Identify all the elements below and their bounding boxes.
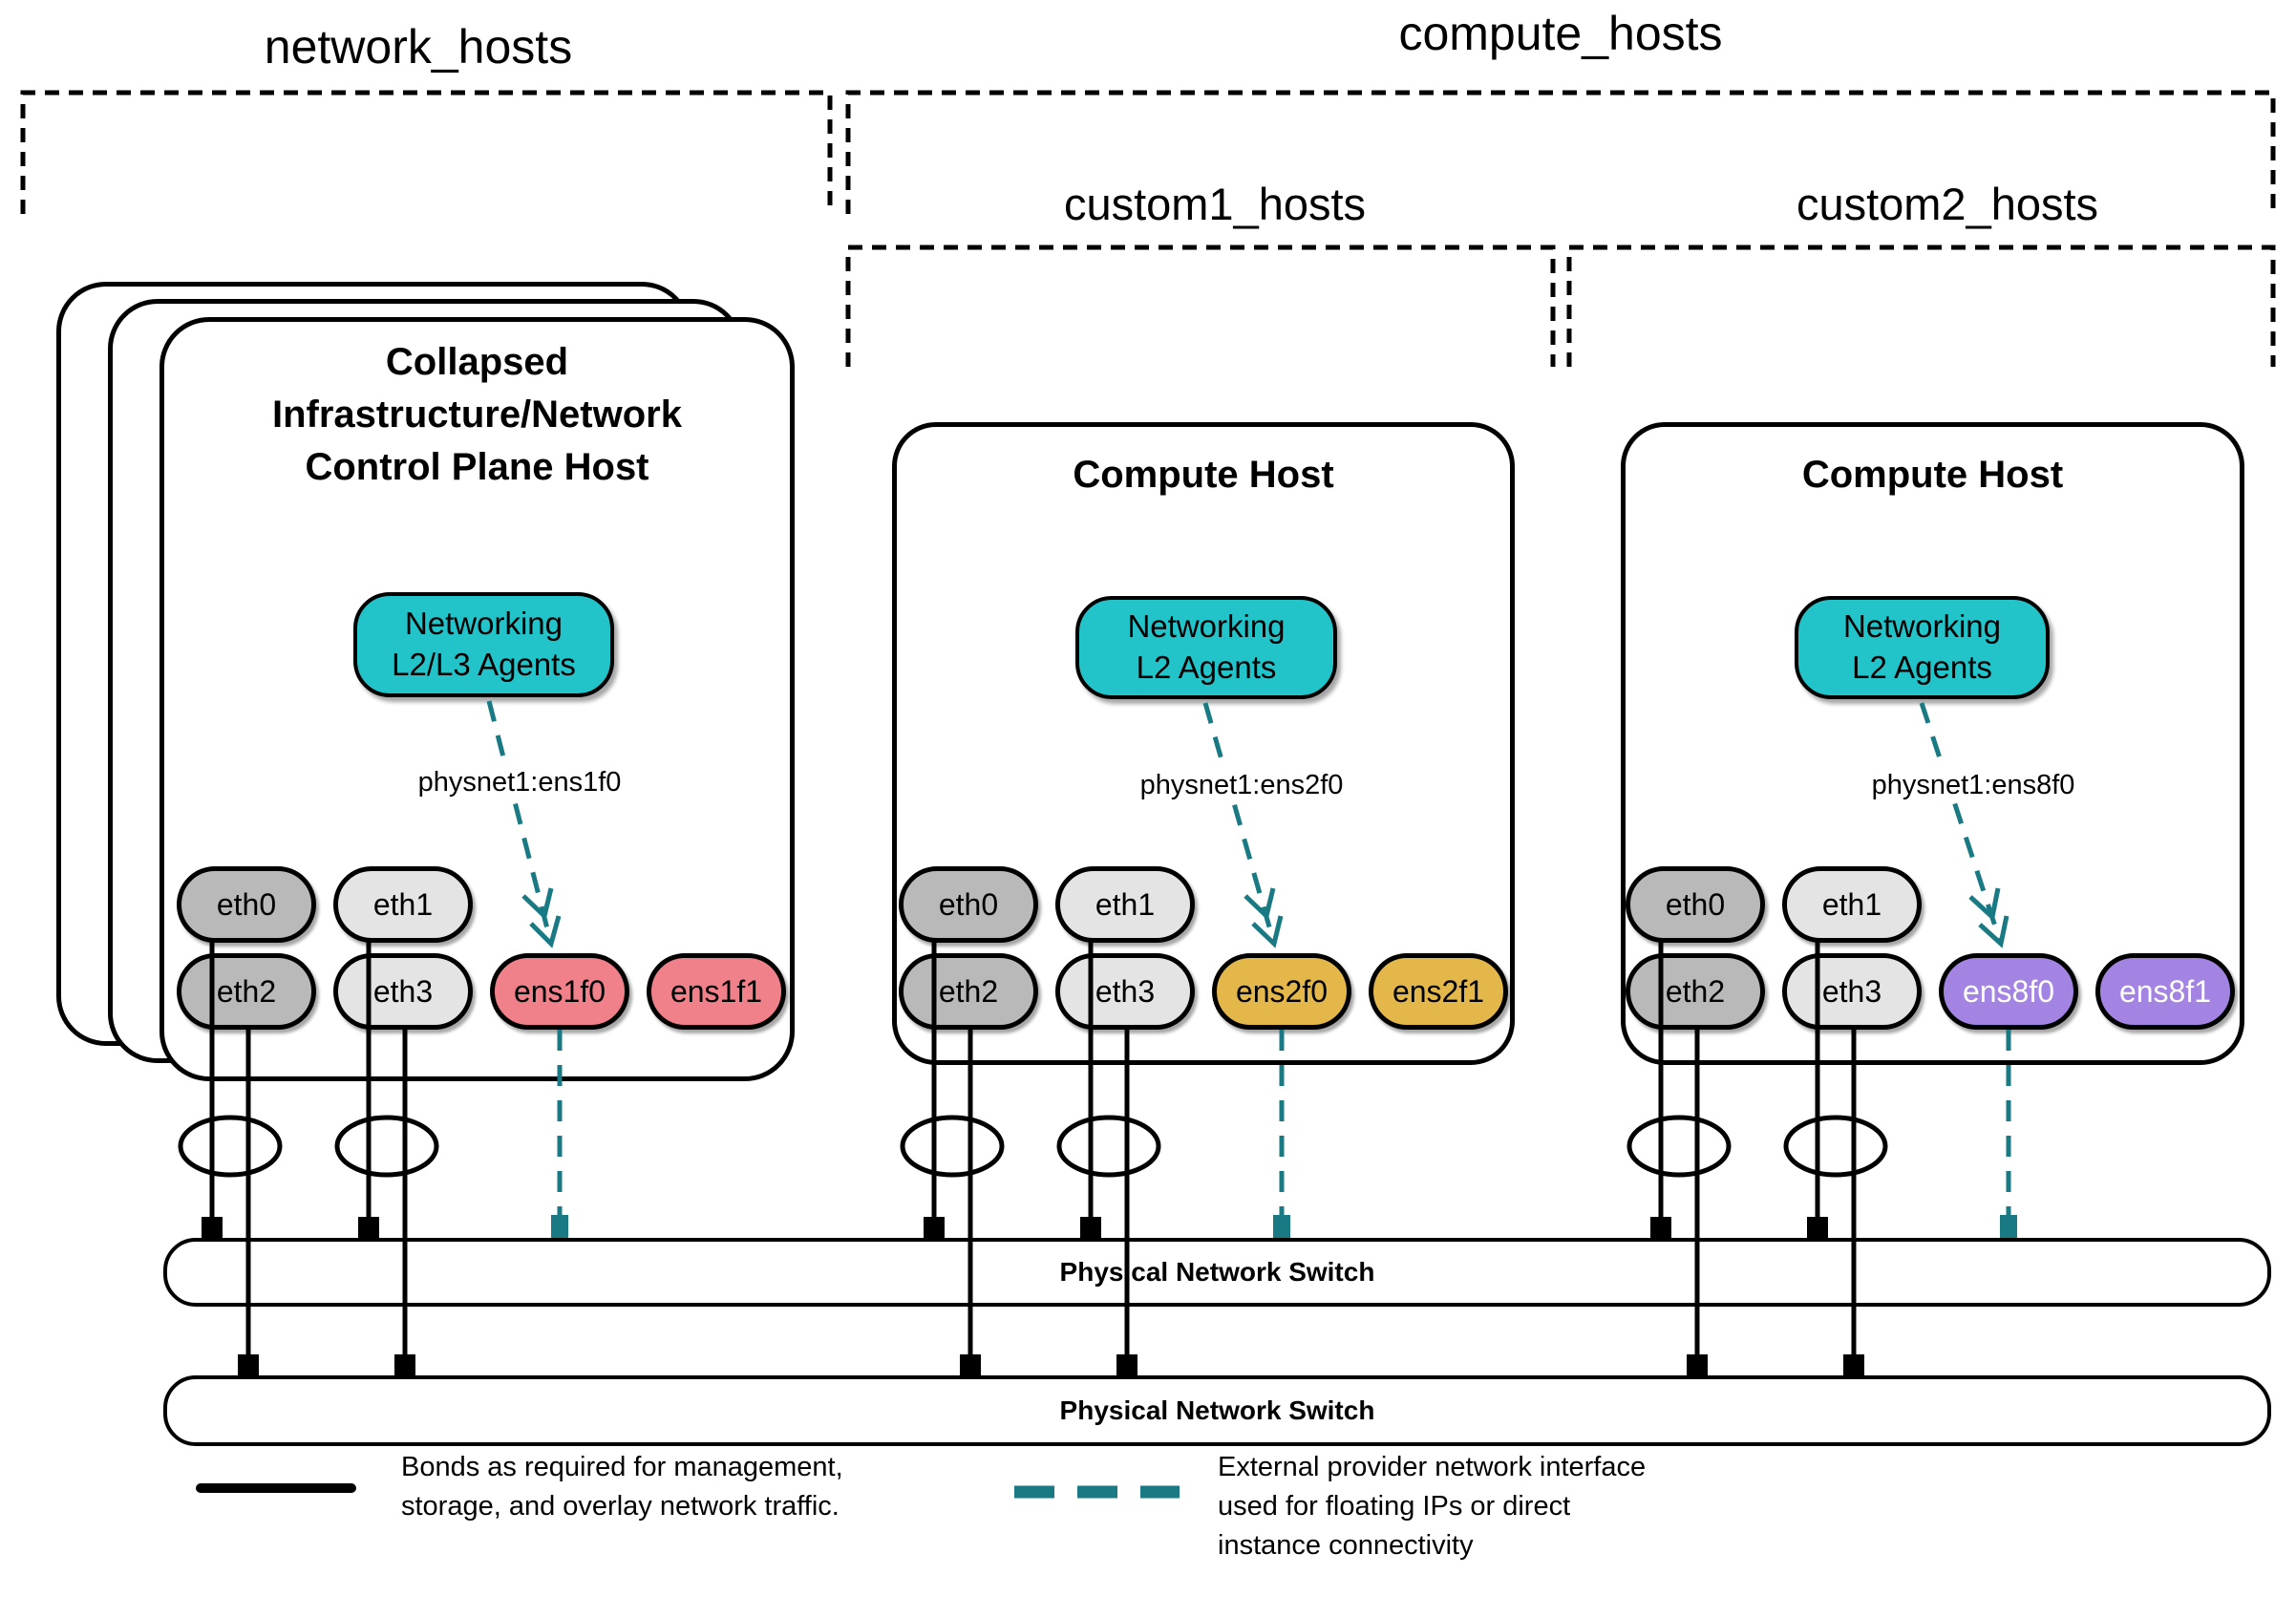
legend-bond-line: storage, and overlay network traffic. bbox=[401, 1491, 840, 1522]
connector-square bbox=[1687, 1354, 1708, 1375]
provider-connector-square bbox=[551, 1215, 568, 1238]
infra-networking-agents-box: Networking L2/L3 Agents bbox=[353, 592, 614, 697]
connector-square bbox=[358, 1217, 379, 1238]
network-hosts-bracket bbox=[20, 90, 833, 214]
legend-provider-text: External provider network interface used… bbox=[1218, 1448, 1646, 1565]
compute-1-physnet-label: physnet1:ens2f0 bbox=[1132, 769, 1351, 802]
connector-square bbox=[924, 1217, 945, 1238]
agent-label-line: Networking bbox=[404, 606, 563, 642]
nic-pill-eth3: eth3 bbox=[333, 953, 473, 1030]
infra-host-title-line: Infrastructure/Network bbox=[272, 394, 682, 436]
nic-pill-ens1f0: ens1f0 bbox=[490, 953, 629, 1030]
agent-label-line: L2/L3 Agents bbox=[392, 647, 576, 682]
provider-connector-square bbox=[1273, 1215, 1290, 1238]
infra-host-title-line: Control Plane Host bbox=[305, 446, 649, 488]
nic-pill-eth3: eth3 bbox=[1055, 953, 1195, 1030]
agent-label-line: L2 Agents bbox=[1136, 649, 1277, 685]
nic-pill-eth0: eth0 bbox=[899, 866, 1038, 943]
legend-bond-line: Bonds as required for management, bbox=[401, 1452, 843, 1482]
physical-network-switch-2: Physical Network Switch bbox=[163, 1375, 2271, 1446]
group-title-network-hosts: network_hosts bbox=[264, 20, 573, 74]
nic-pill-eth2: eth2 bbox=[899, 953, 1038, 1030]
agent-label-line: Networking bbox=[1842, 608, 2002, 645]
legend-bond-text: Bonds as required for management, storag… bbox=[401, 1448, 843, 1526]
connector-square bbox=[1807, 1217, 1828, 1238]
compute-2-physnet-label: physnet1:ens8f0 bbox=[1863, 769, 2083, 802]
infra-host-title-line: Collapsed bbox=[385, 341, 569, 383]
bond-ellipse bbox=[334, 1115, 439, 1178]
legend-provider-line: External provider network interface bbox=[1218, 1452, 1647, 1482]
nic-pill-eth1: eth1 bbox=[1055, 866, 1195, 943]
group-title-custom1-hosts: custom1_hosts bbox=[1063, 179, 1367, 229]
legend-provider-line: used for floating IPs or direct bbox=[1218, 1491, 1571, 1522]
nic-pill-eth0: eth0 bbox=[1626, 866, 1765, 943]
nic-pill-ens8f0: ens8f0 bbox=[1939, 953, 2078, 1030]
group-title-custom2-hosts: custom2_hosts bbox=[1796, 179, 2099, 229]
compute-2-networking-agents-box: Networking L2 Agents bbox=[1795, 596, 2050, 699]
bond-ellipse bbox=[178, 1115, 283, 1178]
nic-pill-eth1: eth1 bbox=[333, 866, 473, 943]
bond-ellipse bbox=[1783, 1115, 1888, 1178]
connector-square bbox=[1116, 1354, 1137, 1375]
connector-square bbox=[1843, 1354, 1864, 1375]
compute-1-networking-agents-box: Networking L2 Agents bbox=[1075, 596, 1337, 699]
nic-pill-eth3: eth3 bbox=[1782, 953, 1922, 1030]
nic-pill-eth2: eth2 bbox=[177, 953, 316, 1030]
connector-square bbox=[960, 1354, 981, 1375]
nic-pill-eth0: eth0 bbox=[177, 866, 316, 943]
bond-ellipse bbox=[1626, 1115, 1732, 1178]
nic-pill-ens8f1: ens8f1 bbox=[2095, 953, 2235, 1030]
infra-host-title: Collapsed Infrastructure/Network Control… bbox=[159, 336, 795, 494]
agent-label-line: L2 Agents bbox=[1852, 649, 1992, 685]
custom1-hosts-bracket bbox=[845, 245, 1556, 367]
nic-pill-eth1: eth1 bbox=[1782, 866, 1922, 943]
compute-host-2-title: Compute Host bbox=[1801, 454, 2064, 496]
custom2-hosts-bracket bbox=[1566, 245, 2276, 367]
connector-square bbox=[238, 1354, 259, 1375]
nic-pill-ens1f1: ens1f1 bbox=[647, 953, 786, 1030]
bond-ellipse bbox=[1056, 1115, 1161, 1178]
legend-provider-line: instance connectivity bbox=[1218, 1530, 1474, 1561]
bond-ellipse bbox=[900, 1115, 1005, 1178]
physical-network-switch-1: Physical Network Switch bbox=[163, 1238, 2271, 1307]
group-title-compute-hosts: compute_hosts bbox=[1398, 7, 1723, 60]
agent-label-line: Networking bbox=[1127, 608, 1286, 645]
connector-square bbox=[202, 1217, 223, 1238]
connector-square bbox=[394, 1354, 415, 1375]
infra-physnet-label: physnet1:ens1f0 bbox=[410, 766, 629, 799]
nic-pill-ens2f1: ens2f1 bbox=[1369, 953, 1508, 1030]
compute-host-1-title: Compute Host bbox=[1073, 454, 1334, 496]
provider-connector-square bbox=[2000, 1215, 2017, 1238]
connector-square bbox=[1080, 1217, 1101, 1238]
nic-pill-eth2: eth2 bbox=[1626, 953, 1765, 1030]
connector-square bbox=[1650, 1217, 1671, 1238]
nic-pill-ens2f0: ens2f0 bbox=[1212, 953, 1351, 1030]
